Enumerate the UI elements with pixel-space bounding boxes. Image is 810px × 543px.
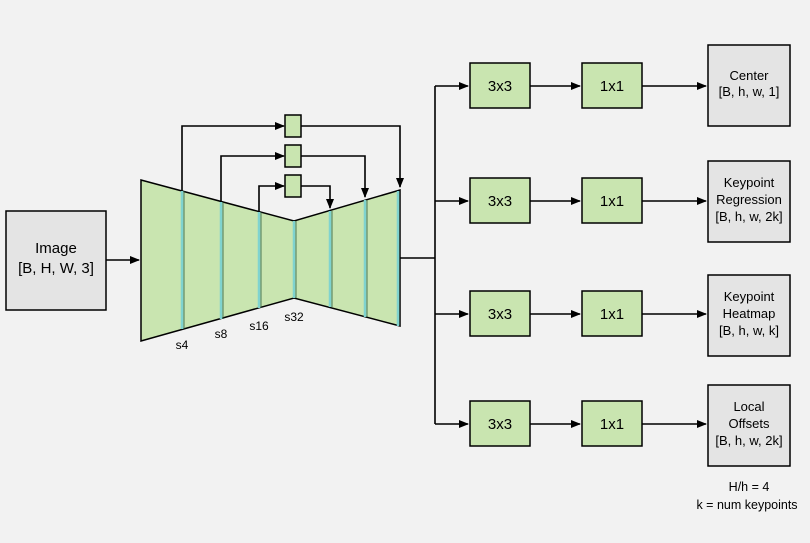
stride-label-s4: s4	[176, 338, 189, 352]
output-regression-box	[707, 160, 791, 243]
feature-level-lines	[180, 191, 400, 329]
output-center-label-2: [B, h, w, 1]	[719, 84, 780, 99]
head-offsets-conv3x3-label: 3x3	[488, 416, 512, 433]
output-center-label-1: Center	[729, 68, 769, 83]
head-regression-conv3x3-label: 3x3	[488, 193, 512, 210]
head-offsets-conv3x3	[469, 400, 531, 447]
output-heatmap-label-2: Heatmap	[723, 306, 776, 321]
output-offsets-box	[707, 384, 791, 467]
head-local-offsets: 3x3 1x1 Local Offsets [B, h, w, 2k]	[469, 384, 791, 467]
hourglass-backbone	[140, 179, 401, 342]
head-center: 3x3 1x1 Center [B, h, w, 1]	[469, 44, 791, 127]
head-regression-conv1x1	[581, 177, 643, 224]
output-offsets-label-3: [B, h, w, 2k]	[715, 433, 782, 448]
input-image-box: Image [B, H, W, 3]	[5, 210, 107, 311]
output-regression-label-2: Regression	[716, 192, 782, 207]
output-regression-label-3: [B, h, w, 2k]	[715, 209, 782, 224]
output-heatmap-label-1: Keypoint	[724, 289, 775, 304]
head-branch-lines	[400, 82, 469, 428]
head-regression-conv3x3	[469, 177, 531, 224]
head-center-conv1x1	[581, 62, 643, 109]
head-keypoint-regression: 3x3 1x1 Keypoint Regression [B, h, w, 2k…	[469, 160, 791, 243]
head-heatmap-conv1x1	[581, 290, 643, 337]
head-keypoint-heatmap: 3x3 1x1 Keypoint Heatmap [B, h, w, k]	[469, 274, 791, 357]
head-regression-conv1x1-label: 1x1	[600, 193, 624, 210]
output-offsets-label-2: Offsets	[729, 416, 770, 431]
head-center-conv1x1-label: 1x1	[600, 78, 624, 95]
input-label-title: Image	[35, 240, 77, 257]
stride-label-s8: s8	[215, 327, 228, 341]
output-regression-label-1: Keypoint	[724, 175, 775, 190]
output-offsets-label-1: Local	[733, 399, 764, 414]
note-keypoints: k = num keypoints	[696, 498, 797, 512]
head-heatmap-conv1x1-label: 1x1	[600, 306, 624, 323]
output-heatmap-box	[707, 274, 791, 357]
note-scale: H/h = 4	[729, 480, 770, 494]
head-center-conv3x3-label: 3x3	[488, 78, 512, 95]
output-center-box	[707, 44, 791, 127]
skip-conv-blocks	[284, 114, 302, 198]
output-heatmap-label-3: [B, h, w, k]	[719, 323, 779, 338]
skip-connections	[181, 122, 404, 212]
head-heatmap-conv3x3-label: 3x3	[488, 306, 512, 323]
stride-label-s32: s32	[284, 310, 304, 324]
head-heatmap-conv3x3	[469, 290, 531, 337]
head-center-conv3x3	[469, 62, 531, 109]
head-offsets-conv1x1-label: 1x1	[600, 416, 624, 433]
input-label-shape: [B, H, W, 3]	[18, 260, 94, 277]
stride-label-s16: s16	[249, 319, 269, 333]
